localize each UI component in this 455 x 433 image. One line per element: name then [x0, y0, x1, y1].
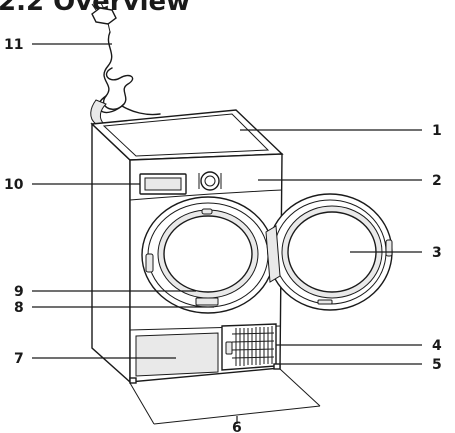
condenser-grille-slats — [231, 326, 275, 366]
callout-number-4: 4 — [432, 338, 442, 354]
callout-lines — [32, 43, 422, 424]
callout-number-6: 6 — [232, 420, 242, 433]
callout-number-11: 11 — [4, 37, 23, 53]
callout-number-2: 2 — [432, 173, 442, 189]
callout-number-3: 3 — [432, 245, 442, 261]
callout-number-8: 8 — [14, 300, 24, 316]
base-footprint — [129, 368, 321, 425]
callout-number-5: 5 — [432, 357, 442, 373]
dryer-body — [90, 109, 284, 384]
callout-number-9: 9 — [14, 284, 24, 300]
power-cord-illustration — [90, 2, 161, 125]
callout-number-1: 1 — [432, 123, 442, 139]
callout-number-10: 10 — [4, 177, 24, 193]
callout-number-7: 7 — [14, 351, 24, 367]
callout-numbers: 11 10 9 8 7 1 2 3 4 5 6 — [4, 37, 442, 433]
